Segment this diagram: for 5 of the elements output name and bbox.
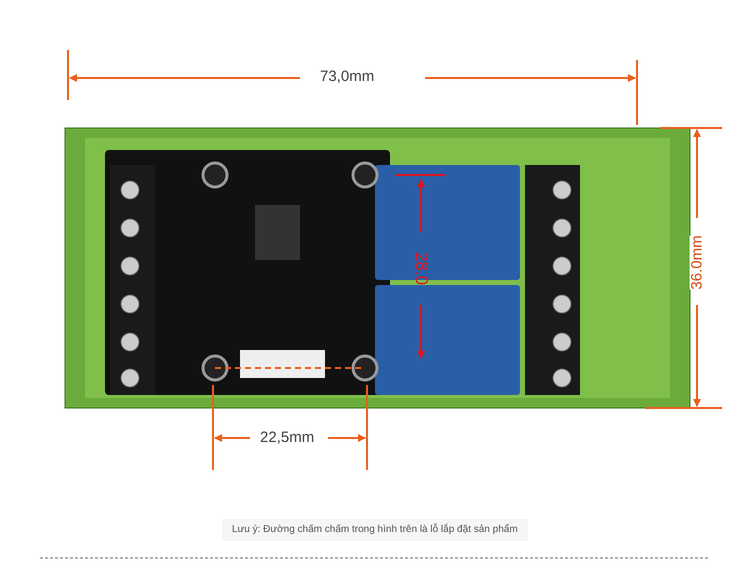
- note-text: Lưu ý: Đường chấm chấm trong hình trên là lỗ lắp đặt sản phẩm: [222, 519, 528, 541]
- dimension-label: 28.0: [412, 251, 430, 285]
- dimension-label: 36.0mm: [690, 234, 705, 290]
- dimension-label: 73,0mm: [320, 69, 374, 84]
- dimension-label: 22,5mm: [260, 430, 314, 445]
